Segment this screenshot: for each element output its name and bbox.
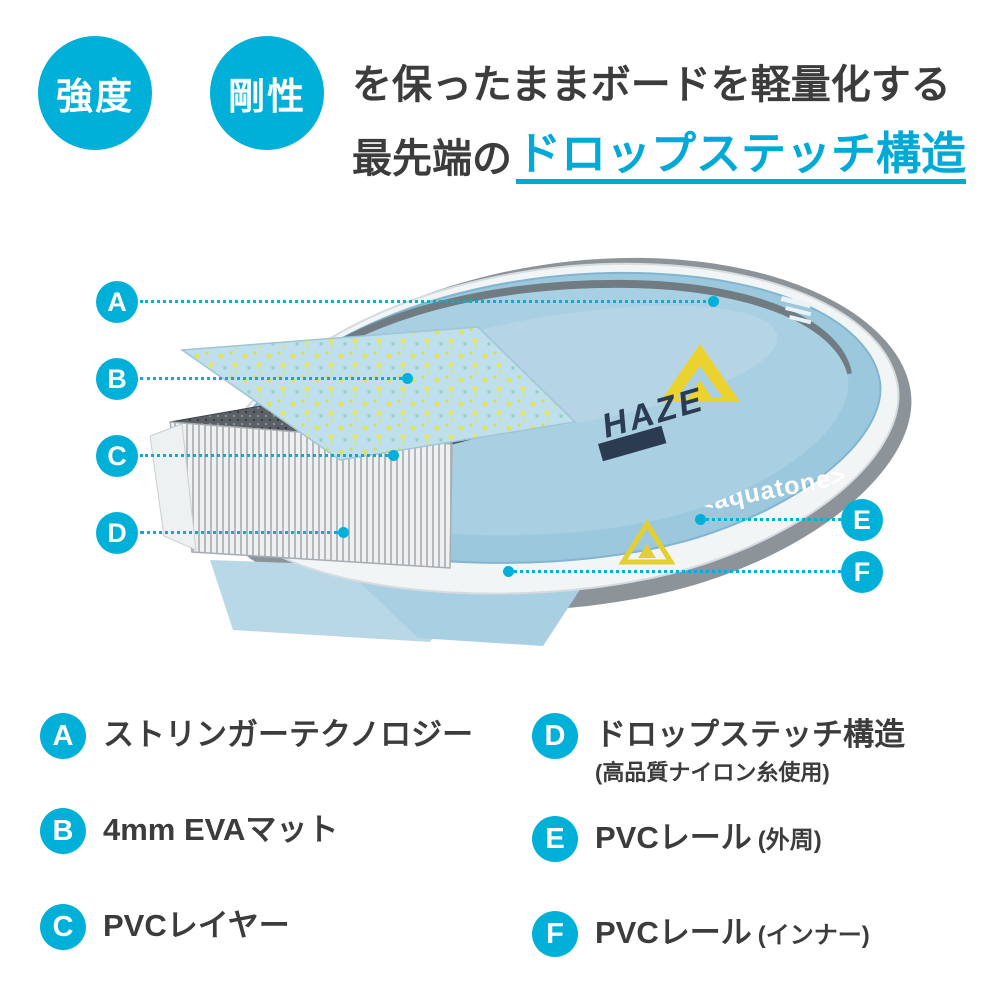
model-logo-block: [598, 425, 667, 462]
headline: を保ったままボードを軽量化する 最先端の ドロップステッチ構造: [352, 52, 967, 184]
callout-c-line: [140, 454, 388, 457]
strength-badge-label: 強度: [56, 76, 134, 117]
legend-e-letter: E: [545, 822, 565, 855]
legend-f-letter: F: [546, 917, 564, 950]
rigidity-badge-label: 剛性: [228, 76, 306, 117]
callout-a-label: A: [107, 286, 127, 317]
legend-e-badge: E: [532, 816, 578, 862]
legend-f-sublabel: (インナー): [757, 922, 870, 949]
rigidity-badge: 剛性: [210, 36, 324, 150]
callout-f-dot: [503, 566, 514, 577]
callout-e-line: [706, 518, 841, 521]
callout-c-label: C: [107, 440, 127, 471]
callout-c-dot: [388, 450, 399, 461]
legend-d-letter: D: [544, 719, 566, 752]
rail-logo-icon: [618, 519, 676, 565]
strength-badge: 強度: [38, 36, 152, 150]
legend-a-label: ストリンガーテクノロジー: [103, 717, 474, 752]
callout-a-dot: [708, 296, 719, 307]
legend-f-badge: F: [532, 911, 578, 957]
callout-c-circle: C: [96, 435, 138, 477]
legend-e-sublabel: (外周): [757, 827, 822, 854]
callout-f-circle: F: [841, 551, 883, 593]
callout-f-line: [514, 570, 841, 573]
headline-line2: 最先端の ドロップステッチ構造: [352, 126, 967, 184]
callout-d-label: D: [107, 517, 127, 548]
legend-b-letter: B: [52, 814, 74, 847]
callout-a-line: [140, 300, 706, 303]
callout-e-label: E: [852, 504, 871, 535]
legend-c-label: PVCレイヤー: [103, 908, 290, 943]
callout-b-dot: [402, 373, 413, 384]
legend-d-sublabel: (高品質ナイロン糸使用): [595, 759, 830, 785]
callout-d-dot: [338, 527, 349, 538]
legend-a-letter: A: [52, 719, 74, 752]
legend-item-e: E PVCレール(外周): [532, 816, 822, 862]
headline-line1: を保ったままボードを軽量化する: [352, 63, 951, 107]
callout-e-circle: E: [841, 499, 883, 541]
legend-f-label: PVCレール: [595, 915, 752, 950]
callout-e-dot: [695, 514, 706, 525]
callout-f-label: F: [853, 556, 871, 587]
legend-b-label: 4mm EVAマット: [103, 812, 339, 847]
legend-c-letter: C: [52, 910, 74, 943]
legend-c-badge: C: [40, 904, 86, 950]
legend-a-badge: A: [40, 713, 86, 759]
legend-item-d: D ドロップステッチ構造 (高品質ナイロン糸使用): [532, 713, 905, 787]
legend-item-c: C PVCレイヤー: [40, 904, 290, 950]
callout-b-circle: B: [96, 358, 138, 400]
legend-item-f: F PVCレール(インナー): [532, 911, 870, 957]
deck-logo-icon: [660, 344, 740, 402]
legend-b-badge: B: [40, 808, 86, 854]
callout-d-line: [140, 531, 338, 534]
legend-e-label: PVCレール: [595, 820, 752, 855]
nose-marks: [780, 296, 812, 325]
legend-item-b: B 4mm EVAマット: [40, 808, 338, 854]
legend-item-a: A ストリンガーテクノロジー: [40, 713, 473, 759]
legend-d-label: ドロップステッチ構造: [595, 717, 905, 752]
callout-b-line: [140, 377, 402, 380]
headline-line2-highlight: ドロップステッチ構造: [516, 131, 967, 184]
callout-d-circle: D: [96, 512, 138, 554]
eva-mat: [179, 326, 577, 461]
board-illustration: <aquatone> HAZE: [149, 257, 912, 646]
board-diagram: <aquatone> HAZE: [0, 230, 1000, 690]
headline-line2-prefix: 最先端の: [352, 137, 512, 181]
callout-b-label: B: [107, 363, 127, 394]
legend-d-badge: D: [532, 713, 578, 759]
callout-a-circle: A: [96, 281, 138, 323]
